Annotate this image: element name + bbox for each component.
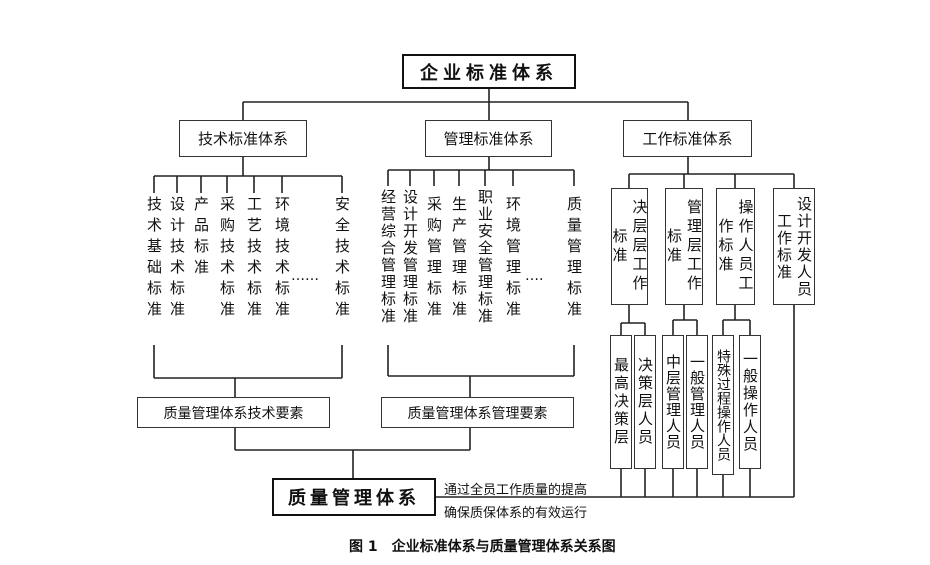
work-sub-label: 一般操作人员 (741, 351, 759, 453)
note-line-2: 确保质保体系的有效运行 (444, 506, 588, 521)
quality-management-system-box: 质量管理体系 (272, 478, 436, 516)
work-sub-box: 特殊过程操作人员 (712, 335, 734, 475)
mgmt-item: 采购管理标准 (425, 196, 443, 322)
work-standard-label: 决层层工作标准 (610, 199, 649, 294)
tech-standard-system-box: 技术标准体系 (179, 120, 307, 157)
note-line-1: 通过全员工作质量的提高 (444, 483, 588, 498)
enterprise-standard-system-box: 企业标准体系 (402, 54, 576, 89)
mgmt-item: 生产管理标准 (450, 196, 468, 322)
qms-tech-elements-label: 质量管理体系技术要素 (163, 405, 304, 422)
work-standard-box: 操作人员工作标准 (716, 188, 755, 305)
tech-item: 环境技术标准 (273, 196, 291, 322)
qms-mgmt-elements-box: 质量管理体系管理要素 (381, 397, 574, 428)
tech-item: 采购技术标准 (218, 196, 236, 322)
work-standard-box: 决层层工作标准 (610, 188, 649, 305)
work-standard-label: 设计开发人员工作标准 (775, 195, 813, 298)
mgmt-item: 质量管理标准 (565, 196, 583, 322)
mgmt-item: 设计开发管理标准 (401, 189, 419, 325)
work-sub-box: 中层管理人员 (662, 335, 684, 469)
tech-item: 安全技术标准 (333, 196, 351, 322)
work-sub-box: 一般操作人员 (739, 335, 761, 469)
work-sub-box: 一般管理人员 (686, 335, 708, 469)
tech-item: 工艺技术标准 (245, 196, 263, 322)
work-sub-box: 最高决策层 (610, 335, 632, 469)
mgmt-item: 职业安全管理标准 (476, 189, 494, 325)
work-sub-label: 最高决策层 (612, 357, 630, 447)
figure-caption: 图 1 企业标准体系与质量管理体系关系图 (349, 539, 616, 555)
mgmt-standard-system-label: 管理标准体系 (443, 130, 534, 148)
tech-item: 产品标准 (192, 196, 210, 280)
work-sub-label: 中层管理人员 (664, 354, 682, 450)
mgmt-item: 经营综合管理标准 (379, 189, 397, 325)
mgmt-item: 环境管理标准 (504, 196, 522, 322)
work-standard-label: 操作人员工作标准 (716, 199, 755, 294)
tech-standard-system-label: 技术标准体系 (197, 130, 288, 148)
tech-item: 技术基础标准 (145, 196, 163, 322)
qms-mgmt-elements-label: 质量管理体系管理要素 (407, 405, 548, 422)
mgmt-standard-system-box: 管理标准体系 (425, 120, 552, 157)
work-standard-system-label: 工作标准体系 (642, 130, 733, 148)
work-standard-box: 管理层工作标准 (665, 188, 703, 305)
tech-item: 设计技术标准 (168, 196, 186, 322)
work-sub-box: 决策层人员 (634, 335, 656, 469)
work-sub-label: 一般管理人员 (688, 354, 706, 450)
work-standard-box: 设计开发人员工作标准 (773, 188, 815, 305)
tech-ellipsis: …… (291, 268, 319, 284)
qms-tech-elements-box: 质量管理体系技术要素 (137, 397, 330, 428)
work-standard-system-box: 工作标准体系 (623, 120, 752, 157)
work-sub-label: 决策层人员 (636, 357, 654, 447)
work-sub-label: 特殊过程操作人员 (715, 349, 731, 461)
enterprise-standard-system-label: 企业标准体系 (420, 62, 558, 84)
work-standard-label: 管理层工作标准 (665, 199, 703, 294)
mgmt-ellipsis: …. (525, 268, 544, 284)
quality-management-system-label: 质量管理体系 (288, 488, 420, 509)
